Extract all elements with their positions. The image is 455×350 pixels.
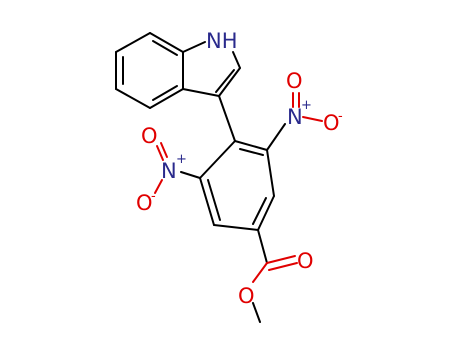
nitro-left-minus-label: -	[151, 189, 156, 204]
bond-n-o-bottom	[154, 179, 163, 194]
nitro-right-minus-label: -	[338, 109, 343, 124]
bond	[149, 32, 184, 53]
double-bond-inner	[152, 85, 178, 101]
bond	[257, 195, 275, 231]
double-bond-inner	[207, 179, 221, 221]
bond-n-o-top	[156, 145, 164, 161]
double-bond-inner	[239, 148, 264, 156]
methyl-ester-group: O O	[238, 229, 314, 323]
ester-ether-o-label: O	[238, 284, 255, 308]
bond	[199, 177, 215, 226]
bond-c-o-carbonyl	[266, 255, 296, 264]
double-bond-inner	[152, 40, 178, 56]
bond-c-n	[180, 171, 201, 179]
bond-c-o-ether	[252, 262, 268, 283]
nitro-left-n-label: N	[161, 159, 177, 183]
bond	[266, 149, 275, 197]
bond-c7a-n	[182, 41, 206, 53]
bond-n-o-top-double	[160, 142, 168, 158]
benzoate-ring	[199, 140, 275, 231]
nitro-group-right: N + O O -	[266, 69, 343, 151]
bond	[149, 88, 184, 109]
indole-pyrrole-ring	[182, 41, 241, 97]
bond	[199, 140, 236, 179]
bond	[115, 88, 151, 109]
bond-c-n	[266, 123, 286, 151]
indole-benzene-ring	[115, 32, 184, 109]
bond-o-methyl	[252, 302, 261, 323]
nitro-group-left: N + O O -	[136, 124, 201, 215]
double-bond-inner	[252, 197, 267, 225]
bond	[213, 224, 259, 231]
nitro-right-o-right-label: O	[323, 111, 340, 135]
nitro-left-o-bottom-label: O	[136, 191, 153, 215]
bond-c3-c3a	[182, 88, 220, 97]
nitro-left-plus-label: +	[176, 152, 187, 167]
bond-n-o	[302, 116, 323, 122]
bond-n-c2	[232, 51, 241, 69]
nitro-right-n-label: N	[287, 105, 303, 129]
nitro-right-plus-label: +	[301, 98, 312, 113]
bond-c-o-carbonyl-double	[268, 262, 298, 271]
nitro-left-o-top-label: O	[141, 124, 158, 148]
bond-c2-c3	[218, 67, 241, 97]
bond-ring-c	[257, 229, 268, 264]
indole-nh-label: NH	[206, 29, 238, 53]
bond	[115, 32, 151, 53]
bond	[234, 140, 268, 151]
ester-carbonyl-o-label: O	[297, 249, 314, 273]
biaryl-bond	[218, 95, 236, 142]
nitro-right-o-top-label: O	[286, 69, 303, 93]
double-bond-c2-c3	[215, 69, 235, 93]
